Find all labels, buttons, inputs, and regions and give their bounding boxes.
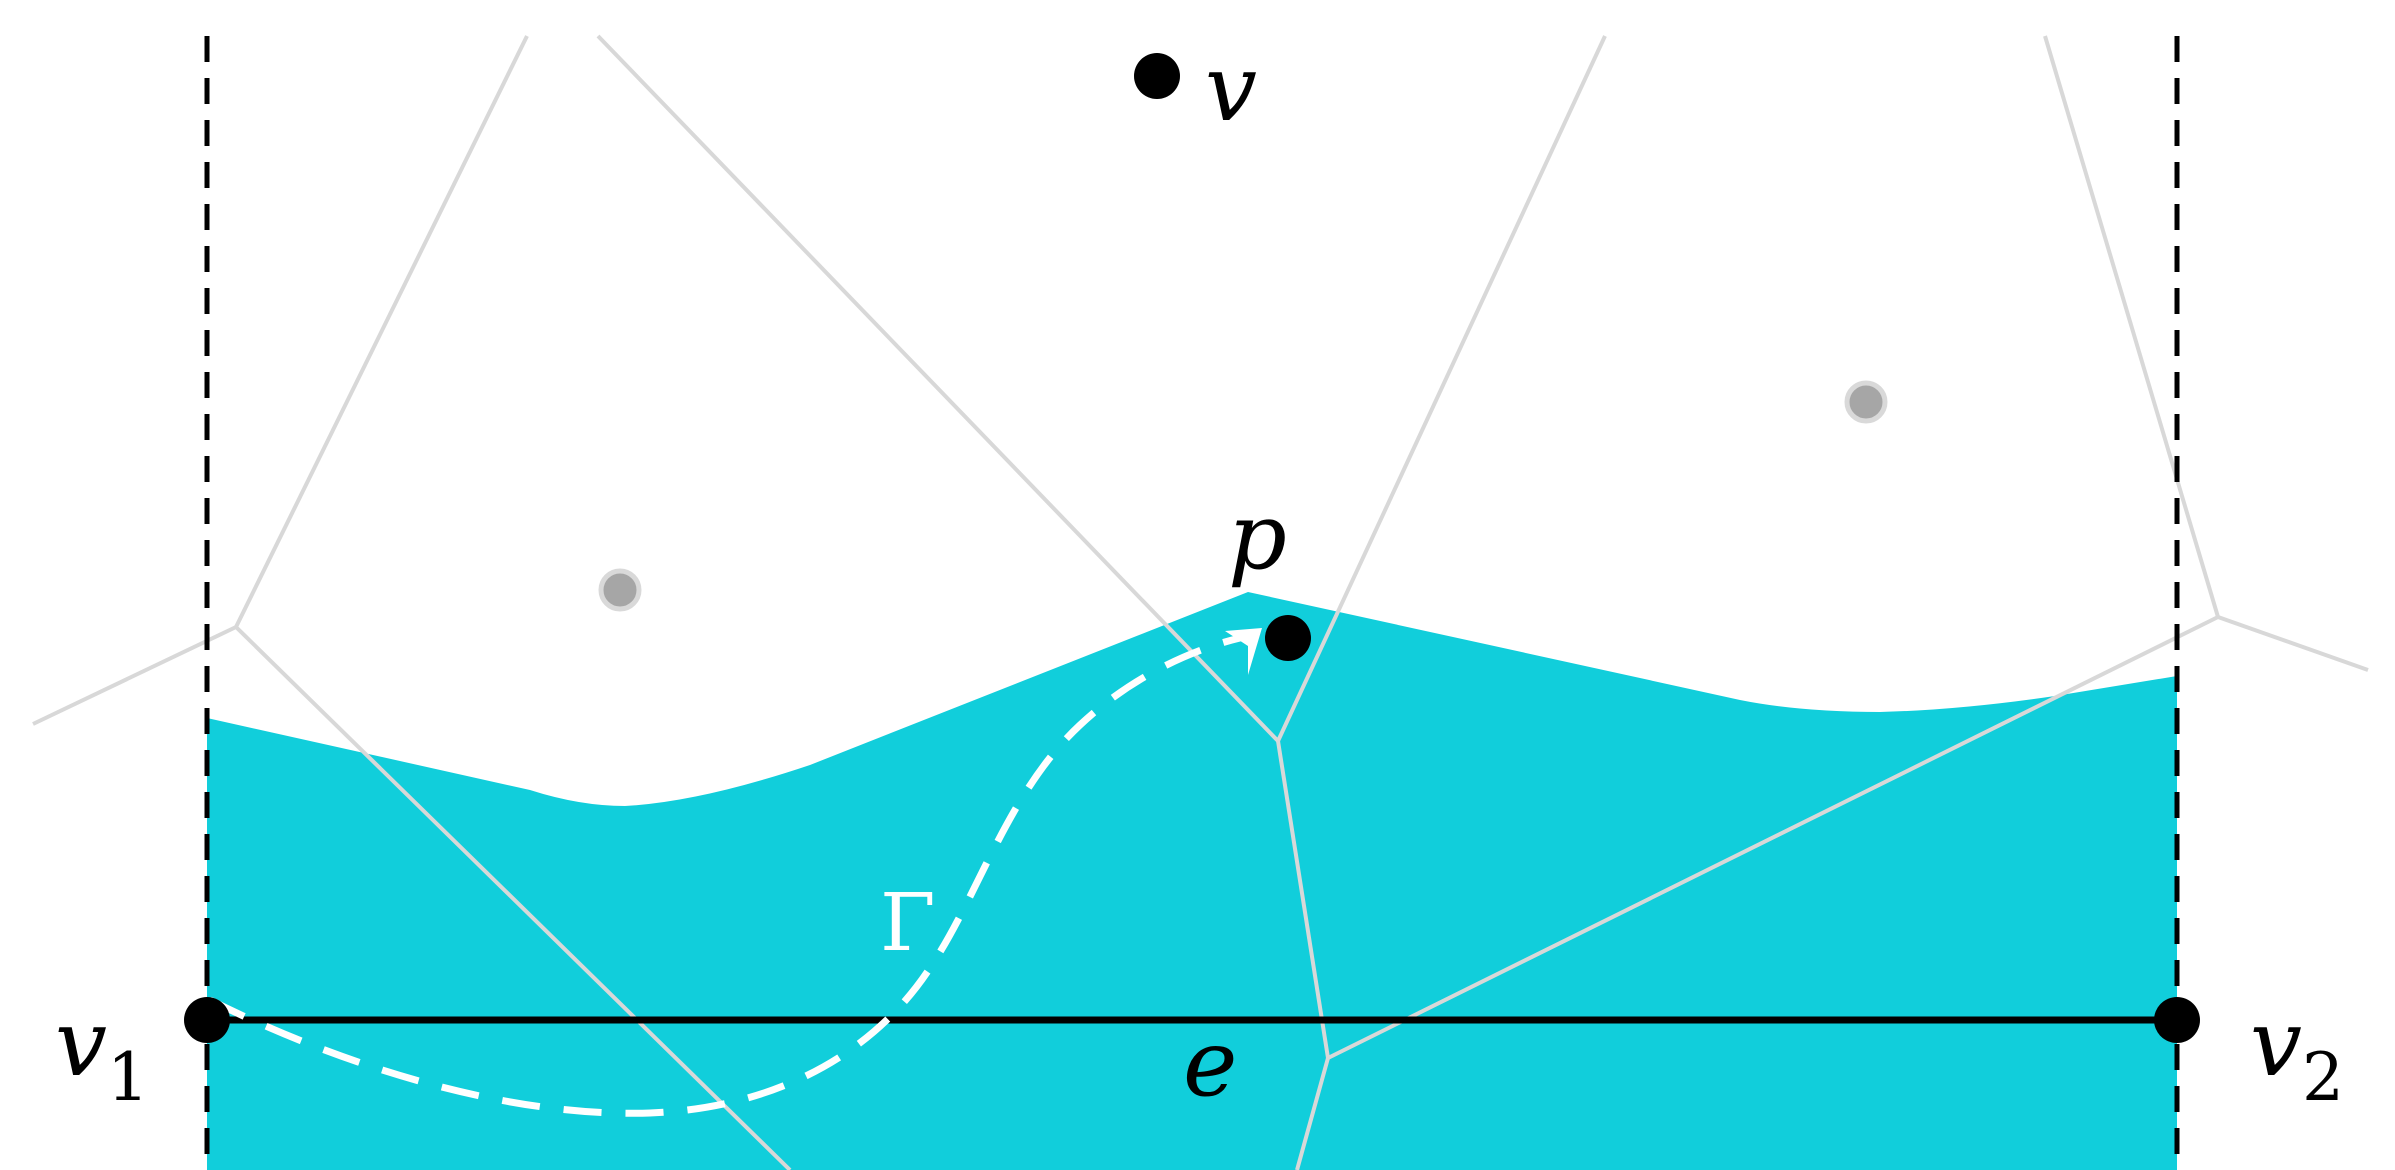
voronoi-edge	[1276, 740, 1330, 1059]
voronoi-edge	[234, 625, 792, 1170]
point-v2	[2154, 997, 2200, 1043]
label-v2-sub: 2	[2302, 1039, 2344, 1116]
voronoi-edge	[1295, 1057, 1330, 1170]
label-gamma: Γ	[880, 876, 936, 969]
path-gamma	[208, 634, 1241, 1117]
gray-site-right	[1844, 380, 1888, 424]
voronoi-edge	[1276, 35, 1607, 742]
gray-site-left	[598, 568, 642, 612]
label-v1-base: v	[55, 990, 107, 1097]
voronoi-edge	[2217, 615, 2369, 672]
voronoi-edge	[32, 625, 237, 726]
label-v: v	[1205, 35, 1257, 142]
label-p: p	[1228, 483, 1287, 590]
point-p	[1265, 615, 1311, 661]
point-v	[1134, 53, 1180, 99]
voronoi-edge	[596, 34, 1280, 743]
label-v1: v1	[55, 990, 149, 1116]
path-gamma-arrowhead	[1225, 628, 1262, 675]
label-v2: v2	[2250, 990, 2344, 1116]
voronoi-edge	[1327, 615, 2219, 1060]
voronoi-edge	[234, 35, 529, 628]
voronoi-edges	[32, 34, 2369, 1170]
label-e: e	[1183, 1010, 1237, 1117]
label-v2-base: v	[2250, 990, 2302, 1097]
shaded-region	[207, 592, 2177, 1170]
label-v1-sub: 1	[107, 1039, 149, 1116]
point-v1	[184, 997, 230, 1043]
voronoi-edge	[2043, 35, 2220, 618]
